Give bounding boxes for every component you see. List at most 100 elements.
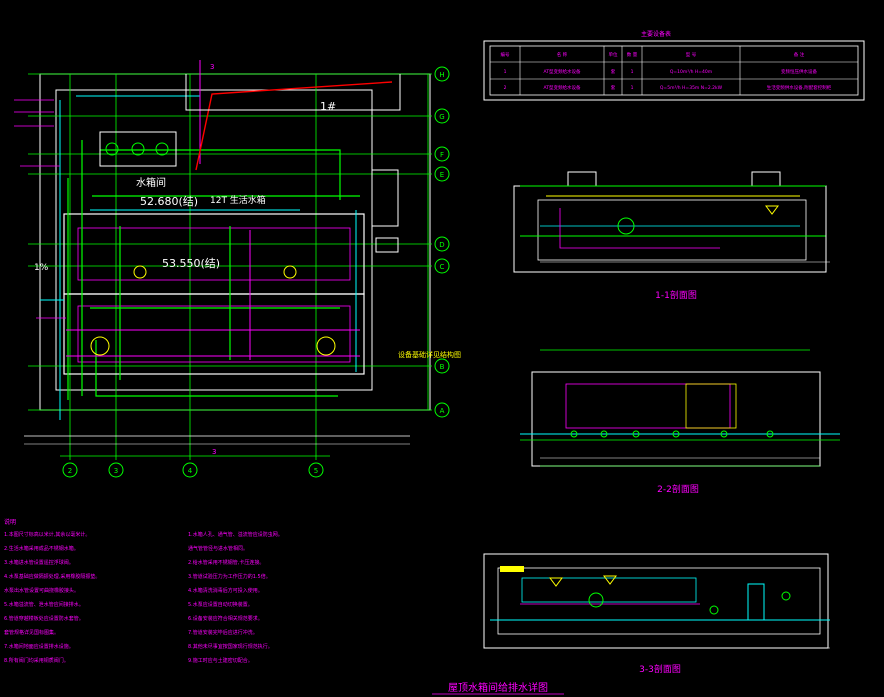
grid-col-markers [62, 462, 324, 478]
note-line: 2.给水管采用不锈钢管,卡压连接。 [188, 559, 264, 566]
valve-icon [632, 430, 640, 438]
note-line: 套管规格详见国标图集。 [4, 629, 59, 636]
gauge-icon [781, 591, 791, 601]
plan-inner-wall [55, 89, 373, 391]
grid-row-label: D [439, 241, 444, 249]
note-line: 1.本图尺寸标高以米计,其余以毫米计。 [4, 531, 90, 538]
note-line: 水泵出水管设置可曲挠橡胶接头。 [4, 587, 79, 594]
tank-1 [63, 213, 365, 295]
valve-icon [672, 430, 680, 438]
plan-pipes-green [67, 140, 360, 400]
pump-icon [588, 592, 604, 608]
funnel-icon [765, 205, 779, 215]
section-title: 3-3剖面图 [639, 663, 681, 675]
note-line: 7.水箱间地面应设置排水设施。 [4, 643, 74, 650]
section-title: 2-2剖面图 [657, 483, 699, 495]
table-header: 编号 [501, 51, 510, 58]
room-label: 1# [320, 100, 336, 113]
pump-3-icon [155, 142, 169, 156]
grid-row-label: F [440, 151, 444, 159]
table-header: 单位 [609, 51, 618, 58]
pump-note: 设备基础详见结构图 [398, 350, 461, 359]
grid-row-label: C [440, 263, 445, 271]
table-cell: Q=10m³/h H=40m [670, 69, 712, 75]
plan-grid-h [28, 73, 432, 411]
drawing-title: 屋顶水箱间给排水详图 [448, 681, 548, 694]
note-line: 8.所有阀门均采用铜质阀门。 [4, 657, 69, 664]
funnel-icon [603, 575, 617, 585]
note-line: 7.管道安装完毕后应进行冲洗。 [188, 629, 258, 636]
valve-icon [766, 430, 774, 438]
note-line: 6.管道穿越楼板处应设置防水套管。 [4, 615, 84, 622]
table-cell: 套 [611, 68, 616, 75]
valve-icon [720, 430, 728, 438]
grid-row-label: B [440, 363, 445, 371]
grid-row-label: A [440, 407, 445, 415]
tank-room-label: 水箱间 [136, 176, 166, 189]
equipment-table: 主要设备表 编号 名 称 单位 数 量 型 号 备 注 1 AT型变频给水设备 … [483, 30, 865, 101]
funnel-icon [549, 577, 563, 587]
grid-row-markers [434, 66, 450, 418]
grid-row-label: G [439, 113, 444, 121]
note-line: 3.管道试验压力为工作压力的1.5倍。 [188, 573, 271, 580]
section-3-3: 3-3剖面图 [483, 553, 830, 675]
note-line: 6.设备安装应符合相关规范要求。 [188, 615, 263, 622]
general-notes: 说明 1.本图尺寸标高以米计,其余以毫米计。 2.生活水箱采用成品不锈钢水箱。 … [4, 518, 283, 664]
table-cell: AT型变频给水设备 [544, 84, 581, 91]
table-cell: 1 [631, 69, 634, 75]
table-cell: Q=5m³/h H=35m N=2.2kW [660, 85, 723, 91]
elevation-label: 53.550(结) [162, 257, 220, 270]
pump-icon [617, 217, 635, 235]
grid-col-label: 4 [188, 467, 193, 475]
table-header: 型 号 [686, 51, 697, 58]
table-cell: 变频恒压供水设备 [781, 68, 817, 75]
pump-group [99, 131, 177, 167]
grid-col-label: 5 [314, 467, 318, 475]
note-line: 1.水箱人孔、通气管、溢流管应设防虫网。 [188, 531, 283, 538]
elevation-label: 52.680(结) [140, 195, 198, 208]
table-header: 备 注 [794, 51, 805, 58]
table-cell: 2 [504, 85, 507, 91]
plan-pipes-magenta [66, 60, 360, 360]
section-marker-bottom: 3 [212, 448, 216, 456]
table-header: 数 量 [627, 51, 638, 58]
table-title: 主要设备表 [641, 30, 671, 38]
note-line: 5.水箱溢流管、泄水管应间接排水。 [4, 601, 84, 608]
pump-2-icon [131, 142, 145, 156]
pump-1-icon [105, 142, 119, 156]
section-marker-top: 3 [210, 63, 214, 71]
section-title: 1-1剖面图 [655, 289, 697, 301]
grid-col-label: 3 [114, 467, 118, 475]
grid-row-label: E [440, 171, 444, 179]
plan-pipes-cyan [40, 95, 357, 420]
note-line: 通气管管径与进水管相同。 [188, 545, 248, 552]
grid-row-label: H [439, 71, 444, 79]
section-1-1: 1-1剖面图 [513, 171, 830, 301]
note-line: 9.施工时应与土建密切配合。 [188, 657, 253, 664]
tank-capacity-label: 12T 生活水箱 [210, 194, 266, 206]
door [371, 169, 399, 227]
valve-icon [570, 430, 578, 438]
table-cell: 1 [504, 69, 507, 75]
note-line: 4.水泵基础应做隔振处理,采用橡胶隔振垫。 [4, 573, 100, 580]
note-line: 5.水泵应设置自动切换装置。 [188, 601, 253, 608]
note-line: 4.水箱清洗消毒后方可投入使用。 [188, 587, 263, 594]
plan-leader-lines [14, 99, 66, 319]
gauge-icon [709, 605, 719, 615]
note-line: 3.水箱进水管设置遥控浮球阀。 [4, 559, 74, 566]
valve-icon [90, 336, 110, 356]
table-cell: 生活变频供水设备,附配套控制柜 [767, 84, 832, 91]
valve-icon [600, 430, 608, 438]
table-cell: 套 [611, 84, 616, 91]
valve-icon [133, 265, 147, 279]
grid-col-label: 2 [68, 467, 72, 475]
table-header: 名 称 [557, 51, 568, 58]
valve-icon [316, 336, 336, 356]
valve-icon [283, 265, 297, 279]
slope-label: 1% [34, 263, 49, 273]
table-cell: 1 [631, 85, 634, 91]
table-cell: AT型变频给水设备 [544, 68, 581, 75]
tank-2 [63, 293, 365, 375]
notes-heading: 说明 [4, 518, 16, 526]
